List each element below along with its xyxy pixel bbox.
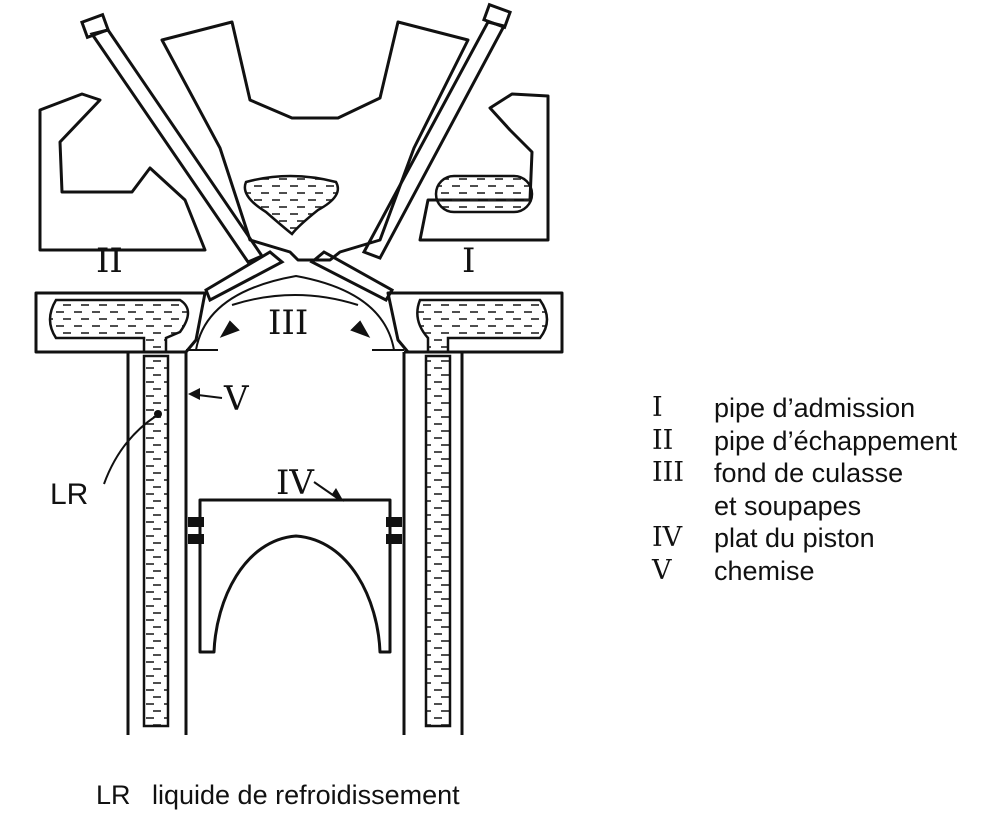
piston-ring-left-1 bbox=[188, 517, 204, 527]
intake-valve-head bbox=[309, 250, 395, 302]
coolant-footnote: LR liquide de refroidissement bbox=[96, 780, 460, 811]
coolant-left-lower bbox=[48, 298, 190, 354]
right-liner bbox=[402, 350, 464, 735]
exhaust-valve-head bbox=[204, 250, 285, 303]
right-lower-flange bbox=[386, 291, 564, 354]
piston-pointer bbox=[313, 481, 341, 501]
label-intake-side: I bbox=[462, 241, 475, 281]
exhaust-valve-tip bbox=[80, 12, 110, 40]
left-head-casting bbox=[38, 92, 207, 252]
piston bbox=[198, 498, 392, 654]
footnote-key: LR bbox=[96, 780, 131, 810]
label-liner: V bbox=[223, 379, 250, 419]
intake-valve-tip bbox=[482, 2, 512, 30]
coolant-pointer bbox=[103, 415, 157, 485]
coolant-right-jacket bbox=[424, 354, 452, 728]
chamber-arc bbox=[195, 274, 395, 351]
left-lower-flange bbox=[34, 291, 207, 354]
coolant-right-lower bbox=[416, 298, 549, 354]
piston-ring-right-1 bbox=[386, 517, 402, 527]
label-piston-top: IV bbox=[276, 463, 315, 503]
coolant-top-center bbox=[243, 174, 340, 236]
coolant-left-jacket bbox=[142, 354, 170, 728]
label-exhaust-side: II bbox=[96, 241, 123, 281]
label-coolant: LR bbox=[50, 478, 88, 511]
center-head-block bbox=[160, 20, 470, 262]
right-head-casting bbox=[418, 92, 550, 242]
footnote-text: liquide de refroidissement bbox=[152, 780, 460, 810]
legend-item-chamber-cont: et soupapes bbox=[714, 490, 862, 521]
piston-ring-left-2 bbox=[188, 534, 204, 544]
piston-ring-right-2 bbox=[386, 534, 402, 544]
label-chamber: III bbox=[268, 303, 308, 343]
left-liner bbox=[126, 350, 188, 735]
coolant-right-upper bbox=[434, 174, 534, 214]
